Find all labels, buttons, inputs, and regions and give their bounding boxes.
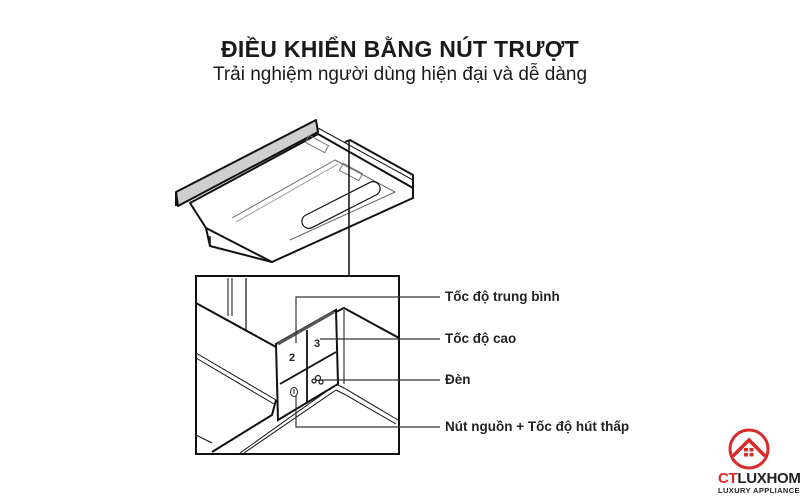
light-icon [311,374,324,385]
ctluxhome-logo-icon [728,428,770,470]
page-title: ĐIỀU KHIỂN BẰNG NÚT TRƯỢT [221,36,579,62]
brand-ct: CT [718,470,738,487]
speed-2-icon: 2 [289,352,295,364]
callout-power-low-speed: Nút nguồn + Tốc độ hút thấp [445,419,630,434]
callout-high-speed: Tốc độ cao [445,331,517,346]
speed-3-icon: 3 [314,338,320,350]
callout-light: Đèn [445,372,471,387]
brand-luxhome: LUXHOME [737,470,800,487]
power-icon [290,387,298,397]
page-subtitle: Trải nghiệm người dùng hiện đại và dễ dà… [212,64,588,85]
leader-lines [295,296,440,428]
range-hood-illustration [175,119,414,263]
callout-medium-speed: Tốc độ trung bình [445,289,560,304]
control-panel-detail [195,275,400,455]
button-symbols: 2 3 [289,338,324,397]
brand-name: CTLUXHOME [718,470,800,487]
brand-tagline: LUXURY APPLIANCES [718,486,800,495]
